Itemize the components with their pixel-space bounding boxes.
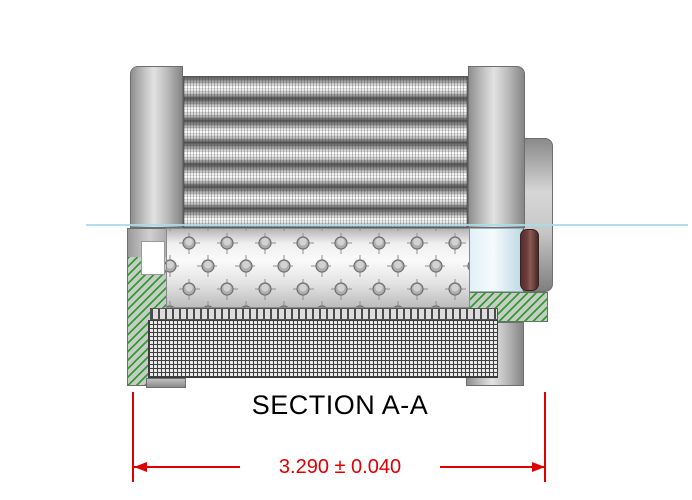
dimension-arrow-right-icon (532, 462, 545, 472)
left-end-cap-top (130, 66, 183, 228)
pleated-filter-media (183, 76, 468, 228)
perforation-holes (167, 229, 469, 307)
dimension-arrow-left-icon (134, 462, 147, 472)
extension-line-left (132, 392, 134, 482)
perforated-core-tube (166, 228, 470, 308)
left-mount-foot (146, 378, 186, 388)
dimension-text: 3.290 ± 0.040 (240, 455, 440, 479)
wire-mesh-screen (148, 320, 498, 378)
section-label: SECTION A-A (251, 390, 429, 420)
hub-bore-highlight (468, 228, 523, 292)
extension-line-right (544, 392, 546, 482)
o-ring-seal (520, 229, 539, 291)
pleat-tips-band (150, 308, 498, 320)
centerline (86, 224, 688, 226)
right-end-cap-top (468, 66, 525, 228)
end-cap-notch (141, 241, 165, 275)
